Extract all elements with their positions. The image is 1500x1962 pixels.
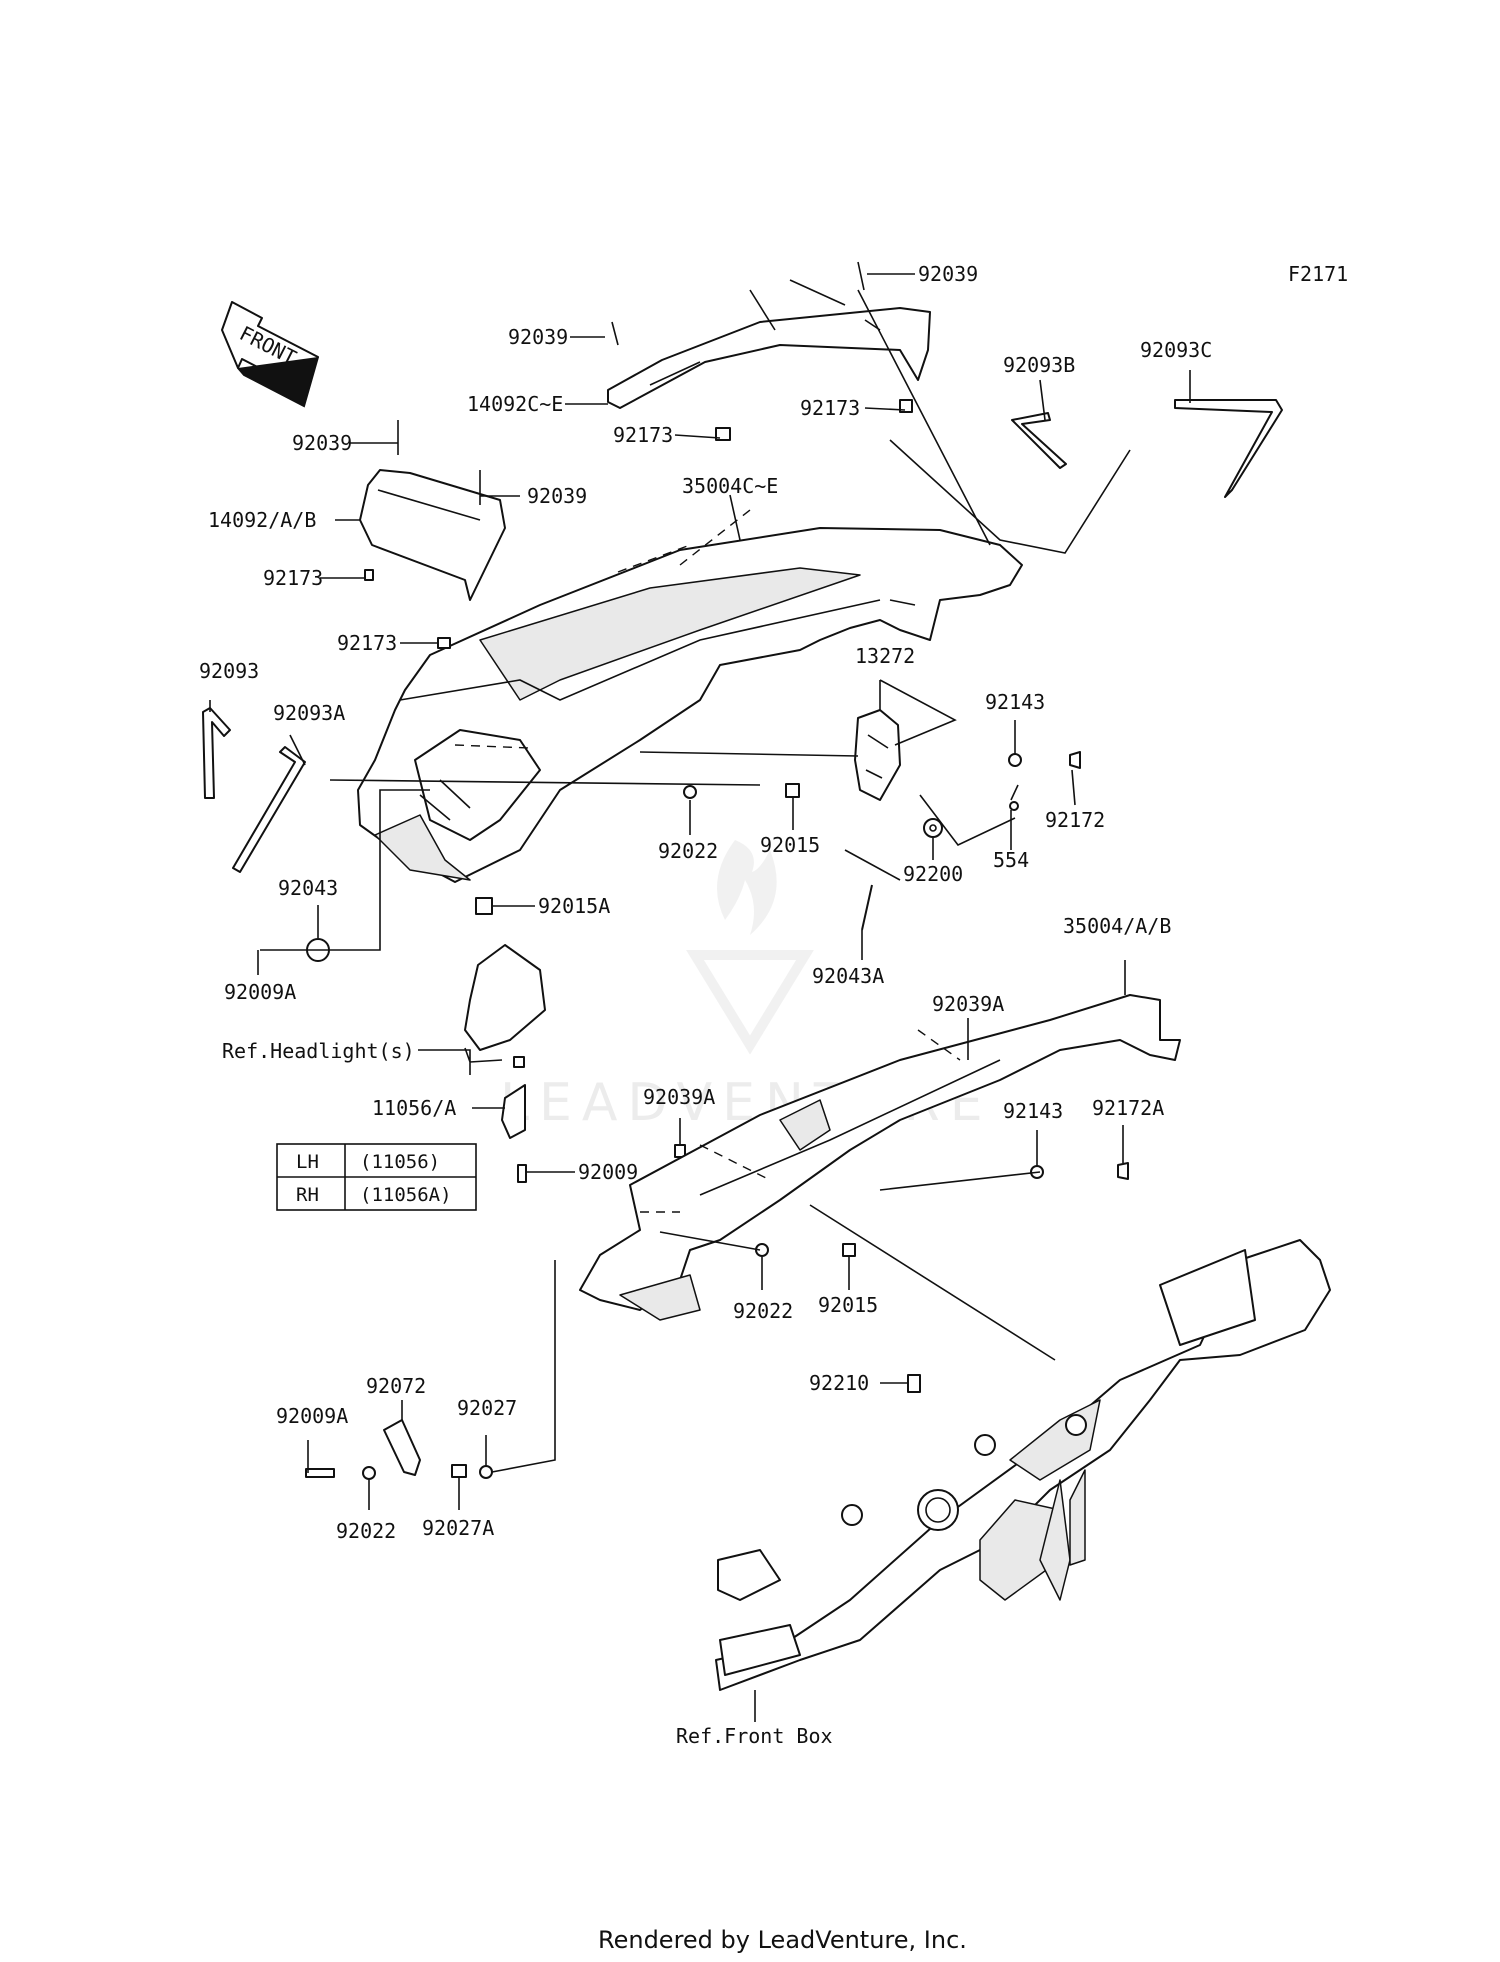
table-side-rh: RH	[296, 1184, 319, 1206]
callout-92039: 92039	[527, 484, 587, 508]
callout-14092c-e: 14092C~E	[467, 392, 563, 416]
callout-92210: 92210	[809, 1371, 869, 1395]
ref-headlight-label: Ref.Headlight(s)	[222, 1039, 415, 1063]
callout-92093a: 92093A	[273, 701, 345, 725]
dash-panel-part	[579, 994, 1181, 1311]
callout-labels: 92039 92039 14092C~E 92173 92173 92093B …	[199, 262, 1212, 1748]
roof-stripe	[479, 567, 861, 701]
side-table: LH (11056) RH (11056A)	[276, 1143, 477, 1211]
callout-92173: 92173	[800, 396, 860, 420]
figure-id: F2171	[1288, 262, 1348, 286]
callout-92093b: 92093B	[1003, 353, 1075, 377]
ref-front-box-label: Ref.Front Box	[676, 1724, 833, 1748]
watermark-logo	[686, 840, 814, 1055]
seal-92093	[202, 707, 231, 799]
table-side-lh: LH	[296, 1151, 319, 1173]
seal-92093c	[1174, 399, 1283, 498]
callout-92143: 92143	[1003, 1099, 1063, 1123]
callout-92039: 92039	[508, 325, 568, 349]
front-trim-part	[359, 469, 506, 601]
callout-92173: 92173	[613, 423, 673, 447]
callout-92009a: 92009A	[224, 980, 296, 1004]
callout-92172a: 92172A	[1092, 1096, 1164, 1120]
callout-92200: 92200	[903, 862, 963, 886]
callout-92043: 92043	[278, 876, 338, 900]
hardware-parts	[260, 261, 1129, 1480]
callout-92143: 92143	[985, 690, 1045, 714]
callout-92022: 92022	[336, 1519, 396, 1543]
front-arrow-icon: FRONT	[221, 301, 319, 408]
callout-35004c-e: 35004C~E	[682, 474, 778, 498]
seal-92093b	[1011, 412, 1067, 469]
table-part-rh: (11056A)	[360, 1184, 452, 1206]
callout-92015: 92015	[818, 1293, 878, 1317]
bracket-13272	[854, 709, 901, 801]
callout-92009: 92009	[578, 1160, 638, 1184]
callout-92015a: 92015A	[538, 894, 610, 918]
callout-92043a: 92043A	[812, 964, 884, 988]
callout-92173: 92173	[337, 631, 397, 655]
footer-credit: Rendered by LeadVenture, Inc.	[598, 1926, 967, 1954]
callout-92022: 92022	[733, 1299, 793, 1323]
callout-11056-a: 11056/A	[372, 1096, 456, 1120]
headlight-opening	[414, 729, 541, 841]
rear-trim-part	[607, 307, 931, 409]
callout-13272: 13272	[855, 644, 915, 668]
callout-92027a: 92027A	[422, 1516, 494, 1540]
callout-92009a: 92009A	[276, 1404, 348, 1428]
callout-92039: 92039	[292, 431, 352, 455]
callout-92022: 92022	[658, 839, 718, 863]
callout-92172: 92172	[1045, 808, 1105, 832]
callout-92039: 92039	[918, 262, 978, 286]
callout-35004-a-b: 35004/A/B	[1063, 914, 1171, 938]
leader-lines	[209, 273, 1191, 1722]
callout-92015: 92015	[760, 833, 820, 857]
callout-14092-a-b: 14092/A/B	[208, 508, 316, 532]
callout-92027: 92027	[457, 1396, 517, 1420]
table-part-lh: (11056)	[360, 1151, 440, 1173]
callout-554: 554	[993, 848, 1029, 872]
callout-92039a: 92039A	[932, 992, 1004, 1016]
callout-92072: 92072	[366, 1374, 426, 1398]
callout-92039a: 92039A	[643, 1085, 715, 1109]
callout-92093c: 92093C	[1140, 338, 1212, 362]
callout-92173: 92173	[263, 566, 323, 590]
seal-92093a	[232, 746, 306, 873]
callout-92093: 92093	[199, 659, 259, 683]
